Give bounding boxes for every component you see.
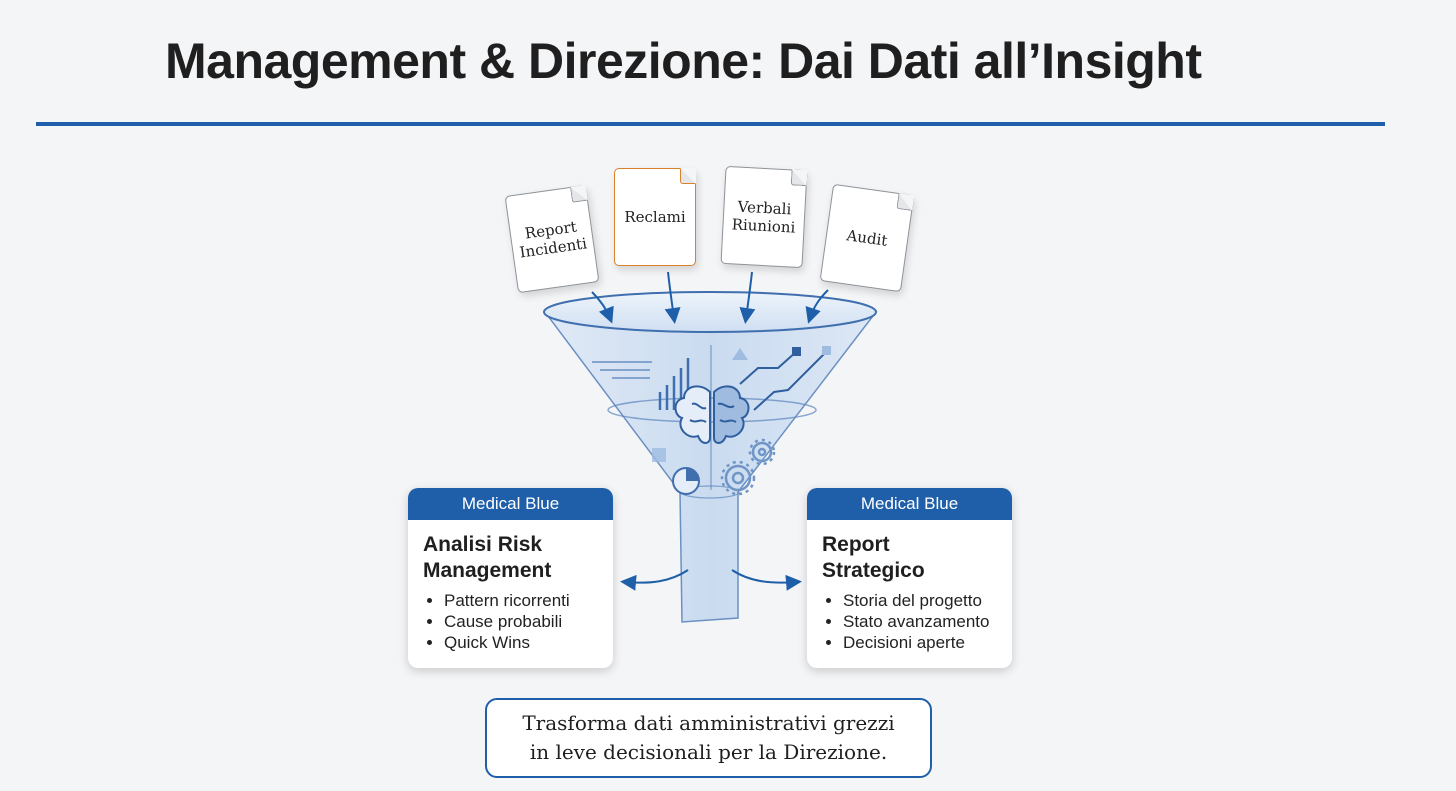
output-card-risk-management: Medical Blue Analisi Risk Management Pat…: [408, 488, 613, 668]
list-item: Stato avanzamento: [843, 611, 1012, 632]
card-title: Analisi Risk Management: [423, 533, 552, 582]
caption-line-1: Trasforma dati amministrativi grezzi: [522, 711, 895, 735]
card-badge: Medical Blue: [408, 488, 613, 520]
document-verbali-riunioni: Verbali Riunioni: [720, 165, 808, 269]
document-label: Reclami: [624, 208, 686, 226]
input-arrows: [591, 271, 829, 324]
card-title: Report Strategico: [822, 533, 925, 582]
gear-icon: [720, 438, 776, 496]
list-item: Cause probabili: [444, 611, 613, 632]
funnel-rim: [543, 291, 877, 333]
list-item: Decisioni aperte: [843, 632, 1012, 653]
data-lines-icon: [592, 361, 652, 379]
list-item: Pattern ricorrenti: [444, 590, 613, 611]
pie-chart-icon: [652, 448, 700, 495]
caption-line-2: in leve decisionali per la Direzione.: [529, 740, 888, 764]
output-arrows: [620, 569, 802, 591]
card-badge: Medical Blue: [807, 488, 1012, 520]
document-label: Report Incidenti: [518, 217, 589, 262]
output-card-report-strategico: Medical Blue Report Strategico Storia de…: [807, 488, 1012, 668]
brain-icon: [674, 385, 750, 444]
list-item: Quick Wins: [444, 632, 613, 653]
card-list: Storia del progetto Stato avanzamento De…: [807, 590, 1012, 653]
document-label: Verbali Riunioni: [731, 197, 796, 237]
list-item: Storia del progetto: [843, 590, 1012, 611]
page-title: Management & Direzione: Dai Dati all’Ins…: [165, 33, 1202, 89]
title-divider: [36, 122, 1385, 126]
document-report-incidenti: Report Incidenti: [504, 184, 600, 294]
document-label: Audit: [845, 226, 889, 250]
card-list: Pattern ricorrenti Cause probabili Quick…: [408, 590, 613, 653]
summary-caption: Trasforma dati amministrativi grezzi in …: [485, 698, 932, 778]
document-reclami: Reclami: [614, 168, 696, 266]
line-chart-icon: [732, 346, 831, 411]
document-audit: Audit: [819, 183, 915, 293]
